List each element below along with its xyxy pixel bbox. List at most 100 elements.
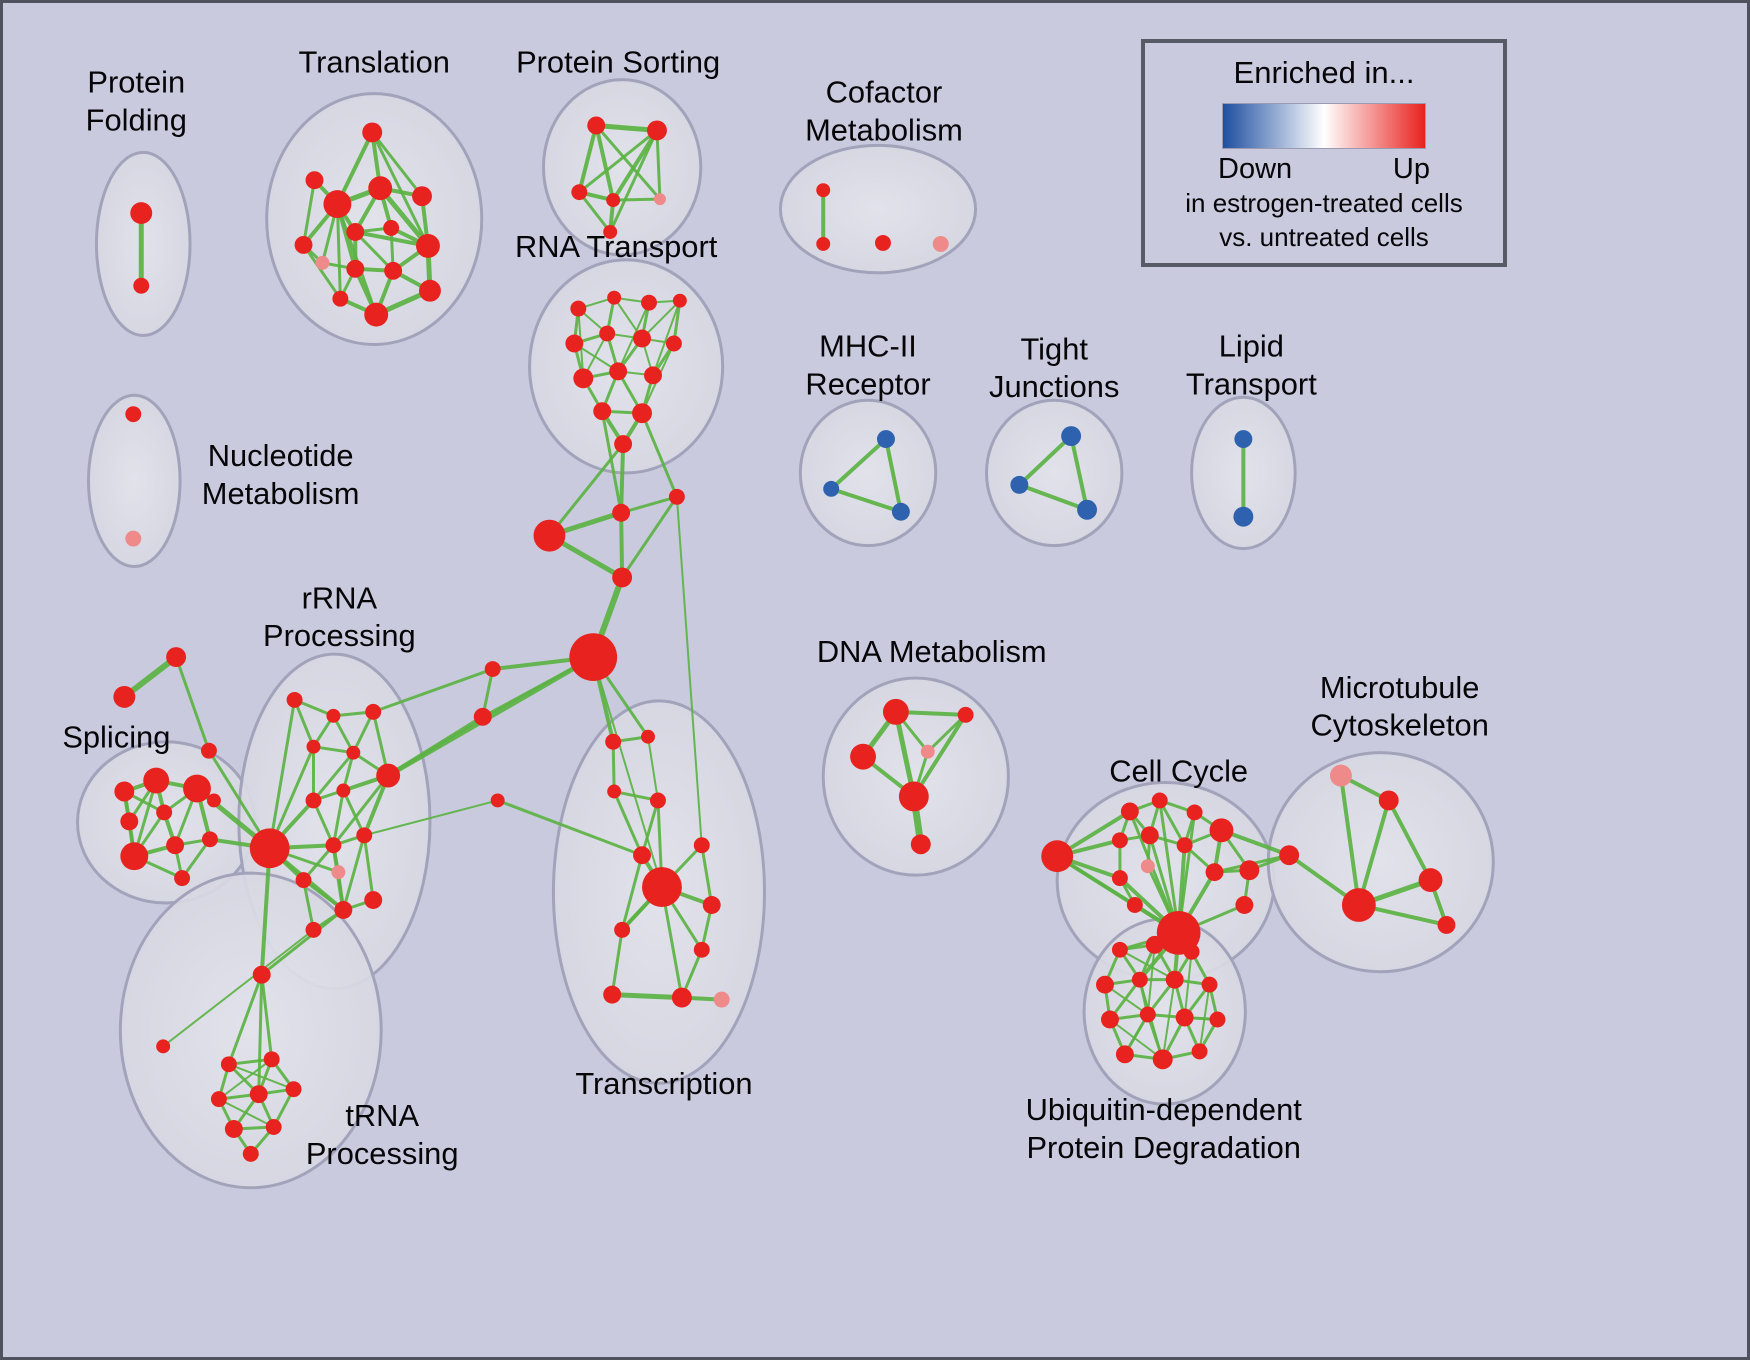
node-hubs-10 — [200, 742, 217, 759]
node-transcription-11 — [671, 987, 692, 1008]
node-cell-cycle-10 — [1205, 863, 1224, 882]
edge — [302, 243, 342, 301]
node-mhc-2 — [891, 502, 910, 521]
edge — [1356, 798, 1391, 907]
node-protein-sorting-3 — [606, 193, 621, 208]
node-splicing-6 — [166, 836, 185, 855]
cluster-label-protein-sorting: Protein Sorting — [516, 45, 720, 80]
node-cell-cycle-11 — [1239, 860, 1260, 881]
node-dna-0 — [882, 698, 909, 725]
edge — [1017, 434, 1074, 487]
node-trna-7 — [224, 1120, 243, 1138]
node-rna-transport-3 — [672, 293, 687, 308]
node-cofactor-0 — [816, 183, 831, 198]
edge — [260, 973, 274, 1061]
node-rna-transport-12 — [632, 403, 652, 424]
edge — [640, 798, 660, 857]
node-dna-4 — [898, 781, 929, 812]
node-rrna-8 — [336, 783, 351, 798]
node-rrna-0 — [286, 691, 303, 708]
node-protein-sorting-5 — [603, 225, 618, 239]
node-hubs-0 — [612, 503, 631, 522]
edge — [610, 928, 624, 997]
node-protein-sorting-2 — [571, 184, 588, 201]
node-ubiquitin-10 — [1209, 1011, 1226, 1028]
cluster-label-translation: Translation — [298, 45, 450, 80]
node-rna-transport-11 — [593, 402, 612, 421]
node-ubiquitin-12 — [1152, 1049, 1173, 1070]
node-cell-cycle-1 — [1120, 802, 1139, 821]
legend-subtitle-2: vs. untreated cells — [1219, 222, 1429, 253]
cluster-ellipse-trna — [118, 871, 383, 1190]
cluster-ellipse-cofactor — [778, 143, 978, 275]
node-microtubule-3 — [1341, 888, 1376, 922]
node-ubiquitin-4 — [1131, 971, 1148, 988]
edge — [577, 190, 612, 234]
edge — [174, 655, 211, 753]
edge — [609, 992, 685, 1001]
node-translation-11 — [384, 261, 403, 280]
node-rrna-13 — [334, 901, 353, 919]
edge — [1219, 828, 1292, 858]
node-trna-8 — [265, 1119, 282, 1135]
node-rrna-6 — [249, 828, 290, 869]
legend-subtitle-1: in estrogen-treated cells — [1185, 188, 1463, 218]
edge — [611, 128, 659, 203]
node-translation-3 — [368, 176, 393, 201]
node-translation-5 — [294, 235, 313, 254]
edge — [883, 437, 903, 514]
node-cell-cycle-5 — [1111, 832, 1128, 849]
node-dna-1 — [957, 706, 974, 723]
node-cell-cycle-14 — [1235, 896, 1254, 914]
node-rrna-3 — [306, 739, 321, 754]
edge — [353, 230, 395, 273]
node-rna-transport-1 — [607, 290, 622, 305]
node-rrna-2 — [365, 703, 382, 720]
node-splicing-7 — [201, 831, 218, 848]
node-trna-1 — [156, 1039, 171, 1054]
edge — [594, 123, 616, 203]
node-protein-sorting-0 — [587, 116, 606, 135]
edge — [331, 789, 345, 847]
node-ubiquitin-11 — [1115, 1045, 1134, 1064]
node-splicing-1 — [143, 767, 170, 794]
node-hubs-1 — [533, 519, 566, 552]
node-transcription-1 — [641, 729, 655, 744]
node-trna-4 — [210, 1091, 227, 1108]
node-ubiquitin-0 — [1111, 941, 1128, 958]
node-protein-folding-0 — [130, 202, 153, 225]
edge — [1146, 943, 1156, 1016]
node-transcription-8 — [614, 921, 631, 938]
node-hubs-8 — [166, 647, 187, 668]
edge — [257, 973, 264, 1096]
node-transcription-9 — [693, 941, 710, 958]
cluster-label-rna-transport: RNA Transport — [515, 229, 718, 264]
edge — [594, 123, 662, 201]
node-protein-folding-1 — [133, 277, 150, 294]
node-transcription-5 — [633, 846, 651, 865]
edge — [370, 130, 430, 248]
edge — [302, 178, 316, 247]
node-tight-junctions-0 — [1061, 426, 1082, 447]
node-ubiquitin-6 — [1201, 976, 1218, 993]
node-lipid-transport-1 — [1233, 506, 1254, 527]
edge — [655, 128, 662, 201]
edge — [611, 197, 662, 202]
node-translation-12 — [419, 279, 441, 302]
node-tight-junctions-1 — [1010, 475, 1029, 494]
edge — [600, 409, 623, 515]
node-translation-6 — [315, 255, 330, 270]
node-translation-13 — [364, 302, 389, 327]
node-rna-transport-6 — [633, 329, 651, 348]
node-hubs-2 — [668, 488, 685, 505]
edge — [1069, 434, 1090, 512]
node-rrna-1 — [326, 708, 341, 723]
node-transcription-4 — [693, 837, 710, 854]
legend: Enriched in... Down Up in estrogen-treat… — [1141, 39, 1507, 267]
edge — [227, 973, 264, 1066]
edge — [620, 495, 679, 579]
edge — [640, 411, 679, 499]
node-ubiquitin-2 — [1183, 943, 1200, 960]
